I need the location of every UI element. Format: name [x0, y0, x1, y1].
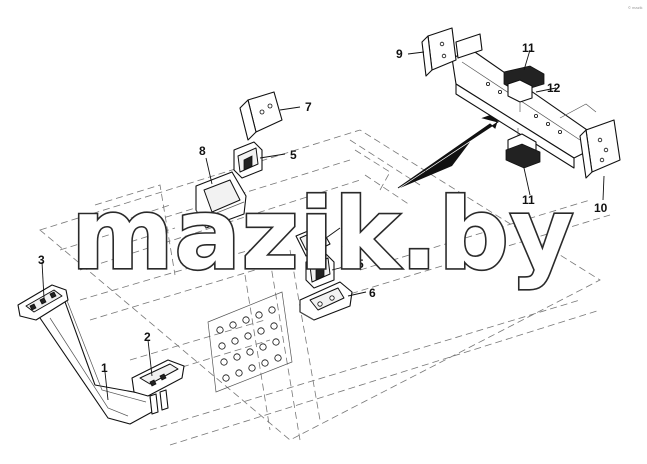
- perforation-hole: [246, 348, 254, 356]
- callout-8: 8: [199, 144, 206, 158]
- perforation-hole: [229, 321, 237, 329]
- callout-11-lower: 11: [522, 193, 535, 207]
- rubber-mount-part-5-lower: [305, 253, 335, 289]
- watermark-logo: mazik.by: [71, 178, 574, 292]
- cross-member-part-12: [451, 49, 597, 169]
- callout-5-lower: 5: [357, 257, 364, 271]
- end-bracket-part-9: [421, 27, 483, 77]
- perforation-hole: [255, 311, 263, 319]
- end-bracket-part-10: [579, 119, 621, 179]
- perforation-hole: [244, 332, 252, 340]
- perforation-hole: [270, 322, 278, 330]
- perforation-hole: [257, 327, 265, 335]
- corner-mark: © mazik: [628, 5, 643, 10]
- perforation-hole: [248, 364, 256, 372]
- callout-9: 9: [396, 47, 403, 61]
- step-plate-part-2: [131, 359, 185, 415]
- callout-2: 2: [144, 330, 151, 344]
- callout-6: 6: [369, 286, 376, 300]
- perforation-hole: [218, 342, 226, 350]
- direction-arrow-icon: [397, 111, 501, 189]
- callout-labels: 1 2 3 4 5 5 6 7 8 9 10 11 11 12: [38, 41, 608, 375]
- leader-lines: [41, 49, 605, 401]
- callout-7: 7: [305, 100, 312, 114]
- callout-4: 4: [347, 221, 354, 235]
- callout-1: 1: [101, 361, 108, 375]
- perforation-hole: [274, 354, 282, 362]
- callout-10: 10: [594, 201, 608, 215]
- step-plate-part-3: [17, 284, 69, 321]
- pad-part-11-lower: [505, 128, 541, 169]
- rubber-mount-part-5-upper: [233, 141, 263, 179]
- pad-part-11-upper: [503, 65, 545, 112]
- support-bracket-part-8: [195, 171, 247, 229]
- perforation-hole: [220, 358, 228, 366]
- perforation-hole: [259, 343, 267, 351]
- bracket-part-4: [295, 225, 331, 257]
- mounting-plate-part-6: [299, 281, 353, 321]
- perforation-hole: [235, 369, 243, 377]
- callout-3: 3: [38, 253, 45, 267]
- perforation-hole: [272, 338, 280, 346]
- perforation-hole: [233, 353, 241, 361]
- perforated-panel: [207, 291, 293, 393]
- bracket-plate-part-7: [239, 91, 283, 141]
- perforation-hole: [242, 316, 250, 324]
- callout-11-upper: 11: [522, 41, 535, 55]
- perforation-hole: [261, 359, 269, 367]
- callout-12: 12: [547, 81, 561, 95]
- callout-5-upper: 5: [290, 148, 297, 162]
- perforation-hole: [231, 337, 239, 345]
- perforation-hole: [268, 306, 276, 314]
- perforation-hole: [216, 326, 224, 334]
- perforation-hole: [222, 374, 230, 382]
